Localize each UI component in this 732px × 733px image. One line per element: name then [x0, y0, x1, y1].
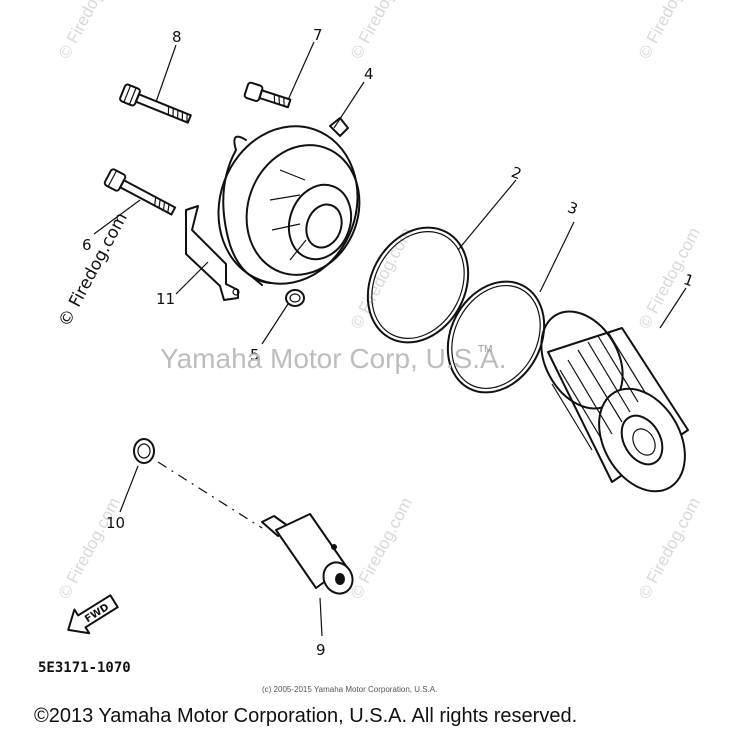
- firedog-watermark-7: © Firedog.com: [347, 494, 416, 602]
- callout-5: 5: [250, 346, 260, 364]
- diagram-part-number: 5E3171-1070: [38, 660, 131, 676]
- firedog-watermark-2: © Firedog.com: [347, 0, 416, 62]
- callout-6: 6: [82, 236, 92, 254]
- callout-8: 8: [172, 28, 182, 46]
- firedog-watermark-3: © Firedog.com: [635, 0, 704, 62]
- part-11-bracket: [185, 205, 240, 301]
- callout-2: 2: [509, 163, 524, 183]
- part-8-bolt: [119, 83, 192, 124]
- firedog-watermark-8: © Firedog.com: [635, 494, 704, 602]
- callout-1: 1: [681, 270, 696, 290]
- firedog-watermark-6: © Firedog.com: [55, 494, 124, 602]
- part-6-bolt: [103, 168, 177, 216]
- copyright-bottom: ©2013 Yamaha Motor Corporation, U.S.A. A…: [34, 705, 577, 727]
- yamaha-watermark: Yamaha Motor Corp, U.S.A.: [160, 343, 507, 374]
- copyright-small: (c) 2005-2015 Yamaha Motor Corporation, …: [262, 685, 437, 694]
- part-4-filter-cover: [217, 117, 361, 286]
- part-7-bolt: [243, 81, 292, 109]
- part-3-o-ring: [446, 280, 546, 394]
- callout-9: 9: [316, 641, 326, 659]
- callout-11: 11: [156, 290, 175, 308]
- callout-7: 7: [313, 26, 323, 44]
- part-1-oil-filter: [540, 310, 689, 493]
- part-9-relief-valve: [261, 513, 354, 595]
- assembly-centerline: [157, 461, 263, 529]
- part-5-o-ring: [285, 289, 305, 307]
- callout-4: 4: [364, 65, 374, 83]
- callout-3: 3: [565, 198, 580, 218]
- part-2-o-ring: [366, 226, 470, 344]
- firedog-watermark-1: © Firedog.com: [55, 0, 124, 62]
- callout-10: 10: [106, 514, 125, 532]
- leader-lines: [93, 41, 687, 637]
- firedog-watermark-4: © Firedog.com: [347, 224, 416, 332]
- firedog-watermark-dark: © Firedog.com: [55, 209, 132, 330]
- trademark-mark: TM: [478, 344, 492, 355]
- firedog-watermarks: © Firedog.com © Firedog.com © Firedog.co…: [55, 0, 704, 602]
- part-10-o-ring: [133, 438, 155, 464]
